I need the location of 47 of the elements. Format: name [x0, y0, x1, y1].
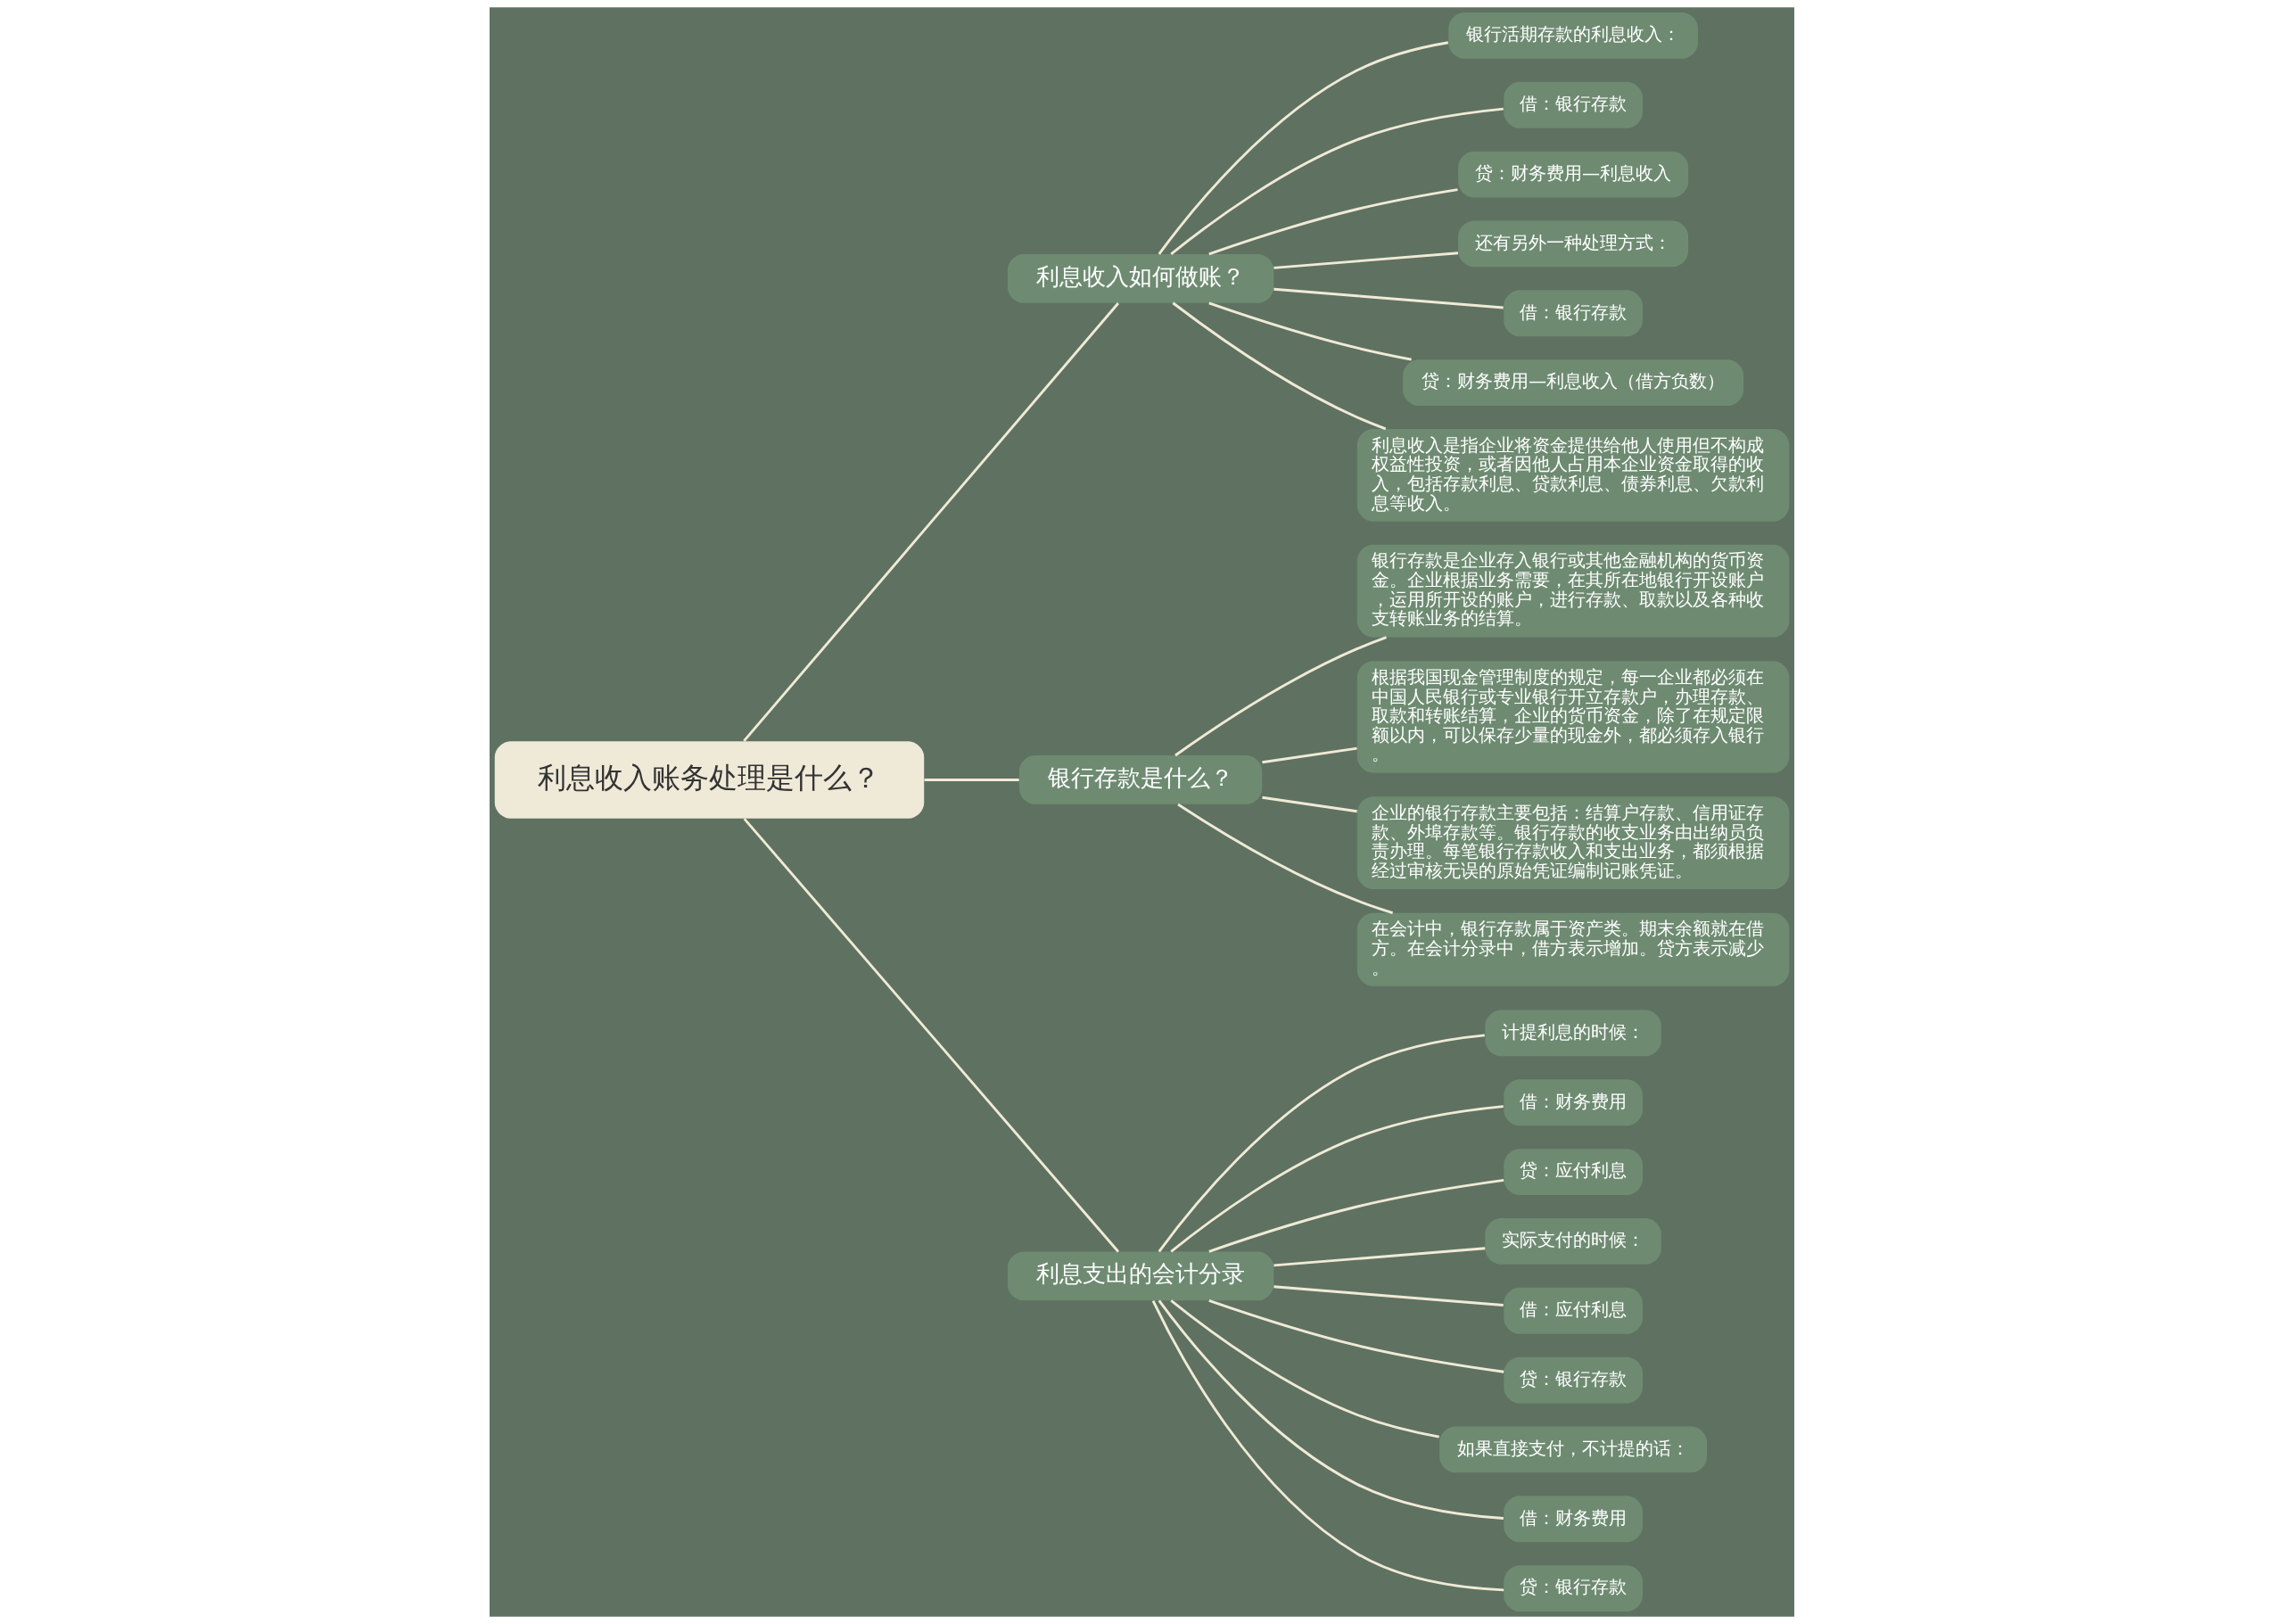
connector [1176, 803, 1393, 914]
node-box: 银行存款是企业存入银行或其他金融机构的货币资金。企业根据业务需要，在其所在地银行开设账户，运用所开设的账户，进行存款、取款以及各种收支转账业务的结算。 [1356, 544, 1789, 638]
connector [1273, 287, 1504, 309]
connector [1207, 188, 1458, 256]
node-box: 贷：银行存款 [1503, 1565, 1643, 1612]
node-box: 企业的银行存款主要包括：结算户存款、信用证存款、外埠存款等。银行存款的收支业务由出纳员负责办理。每笔银行存款收入和支出业务，都须根据经过审核无误的原始凭证编制记账凭证。 [1356, 796, 1789, 889]
connector [1158, 1034, 1485, 1253]
connector [1158, 1299, 1504, 1520]
node-box: 借：银行存款 [1503, 290, 1643, 337]
node-box: 利息支出的会计分录 [1007, 1251, 1273, 1301]
node-box: 贷：应付利息 [1503, 1149, 1643, 1196]
node-box: 贷：财务费用—利息收入（借方负数） [1402, 359, 1743, 406]
node-box: 在会计中，银行存款属于资产类。期末余额就在借方。在会计分录中，借方表示增加。贷方表示减少。 [1356, 912, 1789, 986]
connector [1273, 1285, 1504, 1307]
node-box: 贷：财务费用—利息收入 [1457, 151, 1688, 198]
node-box: 根据我国现金管理制度的规定，每一企业都必须在中国人民银行或专业银行开立存款户，办理存款、取款和转账结算，企业的货币资金，除了在规定限额以内，可以保存少量的现金外，都必须存入银行。 [1356, 661, 1789, 773]
node-box: 借：银行存款 [1503, 81, 1643, 128]
connector [1273, 1247, 1485, 1267]
connector [1171, 301, 1386, 431]
connector [743, 818, 1119, 1253]
connector [924, 779, 1019, 781]
node-box: 利息收入如何做账？ [1007, 253, 1273, 303]
node-box: 如果直接支付，不计提的话： [1438, 1426, 1707, 1473]
connector [1261, 796, 1357, 813]
node-box: 贷：银行存款 [1503, 1356, 1643, 1404]
connector [1169, 1105, 1504, 1253]
node-box: 实际支付的时候： [1484, 1218, 1661, 1265]
node-box: 银行存款是什么？ [1018, 755, 1262, 804]
connector [1261, 746, 1357, 764]
connector [1169, 107, 1504, 255]
node-box: 借：应付利息 [1503, 1287, 1643, 1334]
connector [1207, 1179, 1504, 1253]
connector [1207, 1299, 1504, 1373]
connector [742, 302, 1119, 742]
node-box: 借：财务费用 [1503, 1079, 1643, 1126]
connector [1174, 636, 1387, 757]
connector [1169, 1299, 1439, 1439]
node-box: 利息收入是指企业将资金提供给他人使用但不构成权益性投资，或者因他人占用本企业资金取得的收入，包括存款利息、贷款利息、债券利息、欠款利息等收入。 [1356, 428, 1789, 522]
node-box: 利息收入账务处理是什么？ [494, 741, 924, 819]
connector [1151, 1299, 1504, 1592]
connector [1273, 251, 1458, 269]
connector [1207, 301, 1412, 361]
node-box: 计提利息的时候： [1484, 1010, 1661, 1057]
node-box: 借：财务费用 [1503, 1496, 1643, 1543]
connector [1158, 41, 1448, 255]
node-box: 还有另外一种处理方式： [1457, 220, 1688, 268]
node-box: 银行活期存款的利息收入： [1447, 12, 1698, 59]
